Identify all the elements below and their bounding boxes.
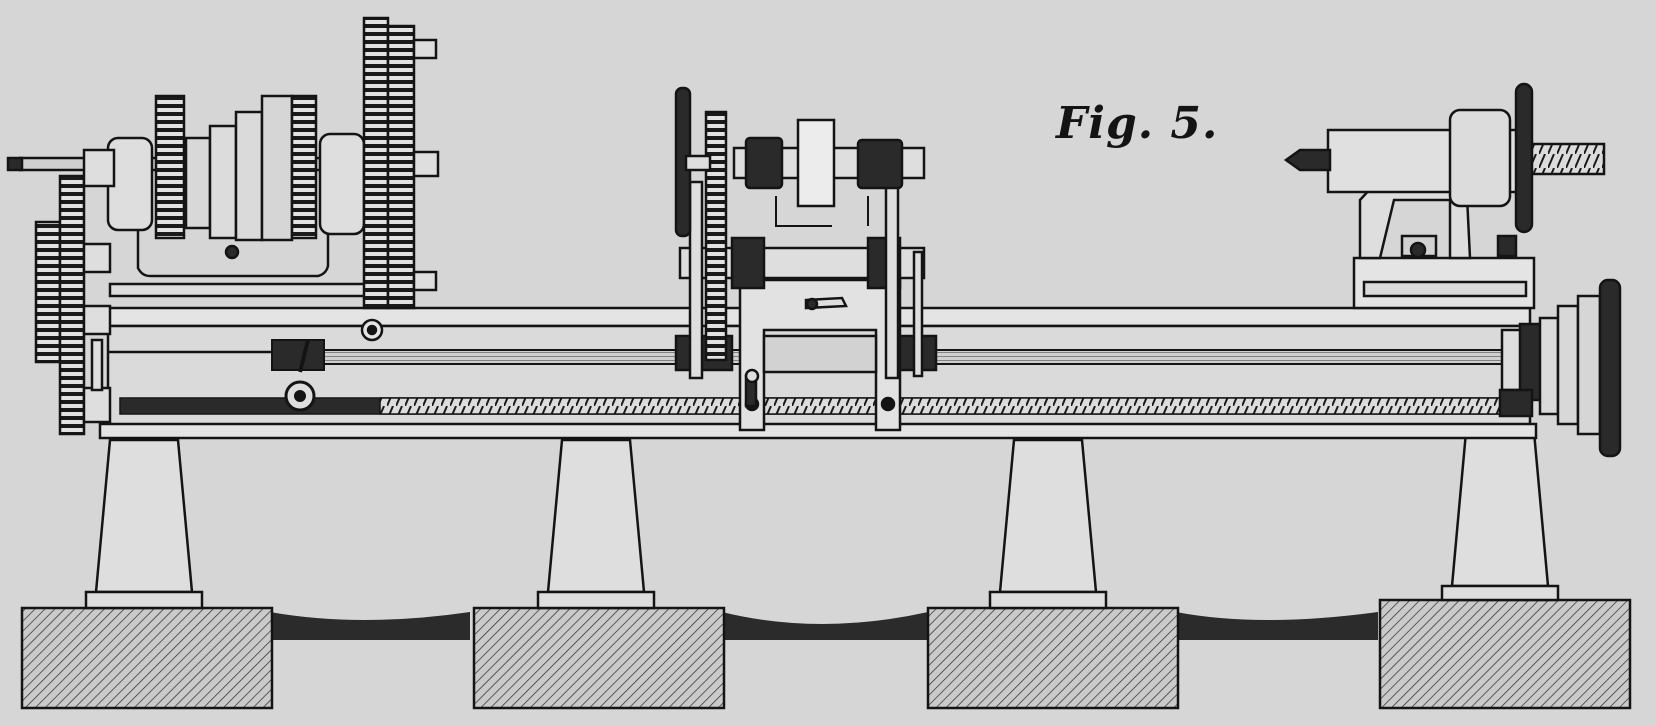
headstock-frame — [136, 228, 330, 278]
foundation-block-1 — [20, 606, 274, 710]
end-pulley-rim — [1598, 278, 1622, 458]
foundation-block-2 — [472, 606, 726, 710]
tailstock-center — [1283, 148, 1332, 172]
ground-dirt — [270, 612, 1378, 640]
face-plate — [412, 150, 440, 178]
pedestal-3 — [988, 438, 1108, 610]
carriage-gear — [704, 110, 728, 362]
rear-bearing — [318, 132, 366, 236]
pedestals — [84, 430, 1560, 610]
bed-base-strip — [98, 422, 1538, 440]
tailstock — [1283, 82, 1606, 310]
tool-post — [796, 118, 836, 208]
spindle-nose — [6, 156, 24, 172]
lead-screw-thread — [379, 397, 1501, 415]
headstock — [6, 16, 440, 342]
carriage-handwheel — [674, 86, 712, 238]
apron-handwheel — [744, 368, 760, 408]
change-gears — [34, 148, 116, 436]
pedestal-1 — [84, 438, 204, 610]
tailstock-screw — [1530, 142, 1606, 176]
foundation-blocks — [20, 598, 1632, 710]
figure-label: Fig. 5. — [1056, 98, 1219, 149]
end-pulley — [1498, 278, 1622, 458]
pedestal-2 — [536, 438, 656, 610]
change-gear-2 — [58, 174, 86, 436]
foundation-block-3 — [926, 606, 1180, 710]
cone-pulley — [260, 94, 294, 242]
tailstock-handwheel — [1514, 82, 1534, 234]
feed-handwheel — [271, 339, 325, 412]
carriage — [674, 86, 938, 432]
carriage-apron — [738, 278, 902, 432]
large-spindle-gear — [362, 16, 390, 310]
foundation-block-4 — [1378, 598, 1632, 710]
spindle-gear-small — [154, 94, 186, 240]
pedestal-4 — [1440, 430, 1560, 602]
change-gear-1 — [34, 220, 62, 364]
